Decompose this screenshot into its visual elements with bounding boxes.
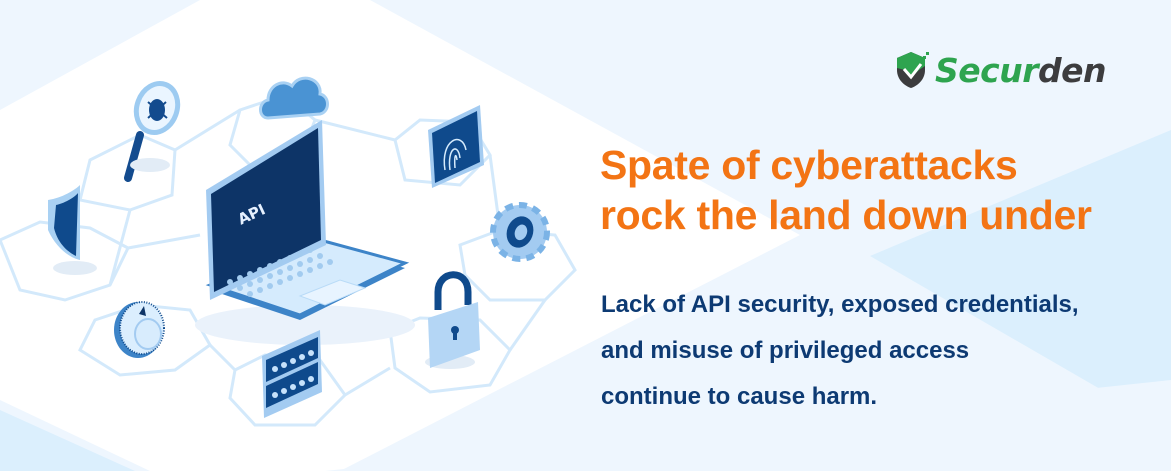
subheading-line-3: continue to cause harm. [601,383,878,410]
laptop-icon: API [195,120,415,345]
gear-icon [490,202,550,262]
securden-logo: Securden [895,50,1106,90]
security-illustration: API [0,76,577,427]
subheading: Lack of API security, exposed credential… [601,282,1079,420]
shield-icon [48,185,97,275]
subheading-line-1: Lack of API security, exposed credential… [601,291,1079,318]
brand-name: Securden [935,50,1106,90]
password-field-icon [262,330,322,418]
padlock-icon [425,271,480,369]
shield-check-logo-icon [897,52,929,88]
headline: Spate of cyberattacks rock the land down… [600,140,1092,240]
fingerprint-icon [428,105,484,188]
safe-dial-icon [114,301,165,358]
headline-line-2: rock the land down under [600,192,1092,238]
headline-line-1: Spate of cyberattacks [600,142,1018,188]
cloud-icon [259,76,329,120]
subheading-line-2: and misuse of privileged access [601,337,970,364]
bug-magnifier-icon [124,81,181,182]
